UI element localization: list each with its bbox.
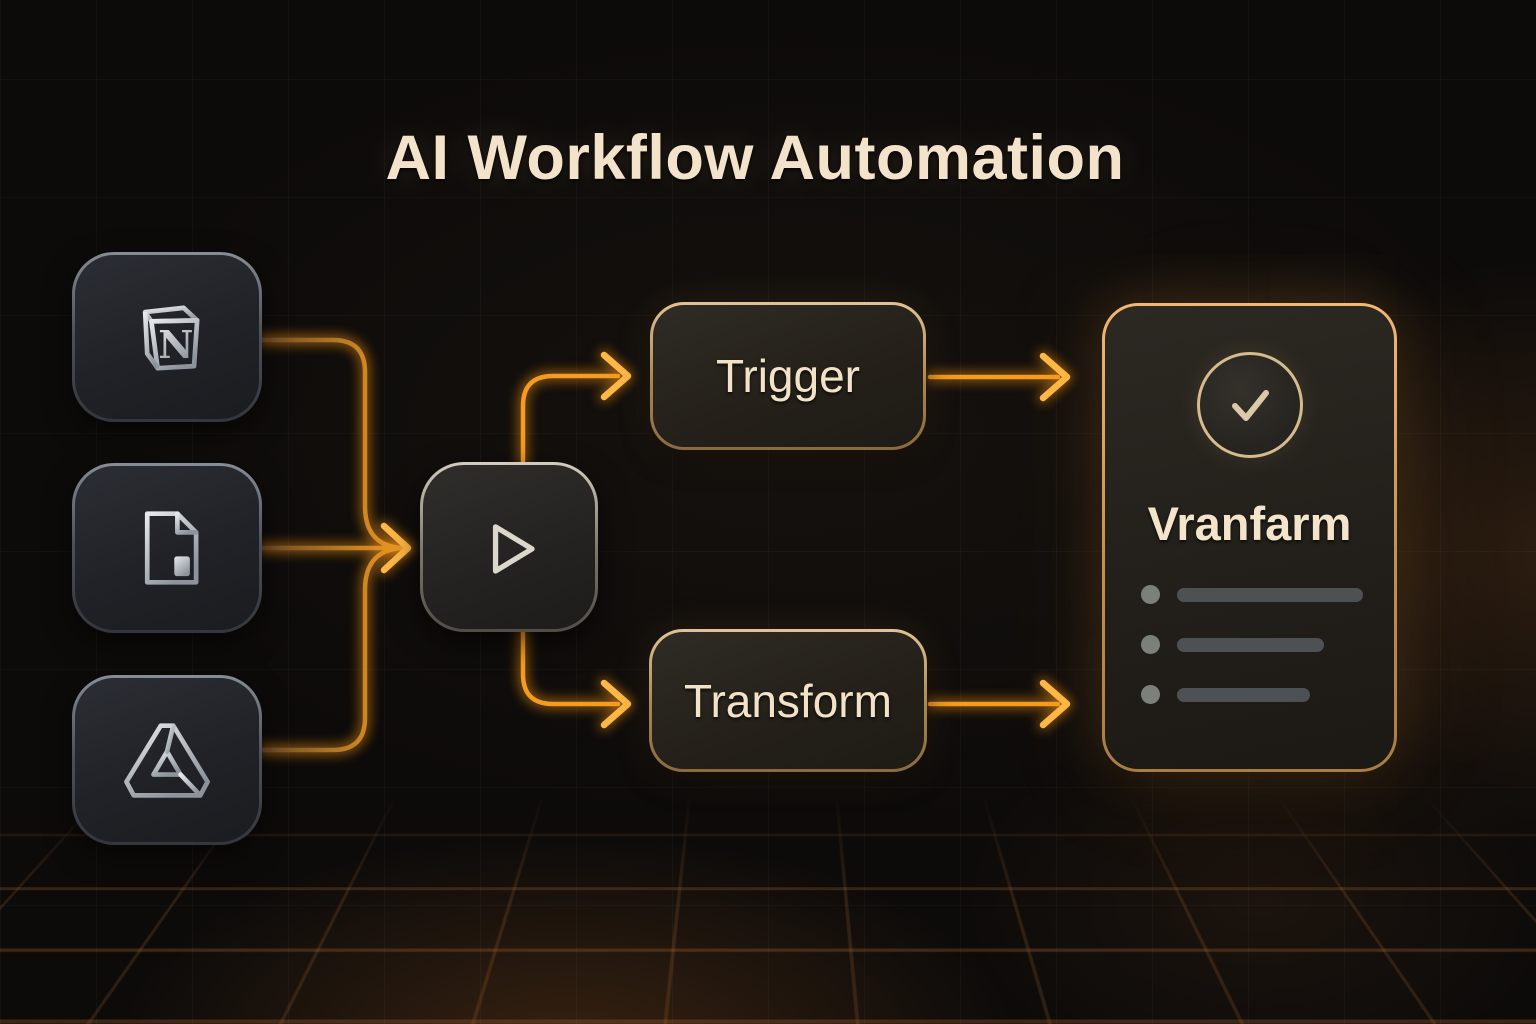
placeholder-bar <box>1177 687 1310 702</box>
page-title: AI Workflow Automation <box>385 123 1125 193</box>
notion-icon: N <box>142 305 200 371</box>
list-item <box>1141 635 1394 654</box>
list-item <box>1141 585 1394 604</box>
bullet-dot <box>1141 585 1160 604</box>
source-node-notion[interactable]: N <box>72 252 262 422</box>
result-list <box>1141 585 1394 704</box>
play-icon <box>492 524 535 574</box>
transform-label: Transform <box>684 674 892 727</box>
list-item <box>1141 685 1394 704</box>
document-icon <box>144 511 199 585</box>
placeholder-bar <box>1177 637 1324 652</box>
transform-node[interactable]: Transform <box>649 629 927 772</box>
google-drive-icon <box>124 723 210 798</box>
bullet-dot <box>1141 635 1160 654</box>
source-node-document[interactable] <box>72 463 262 633</box>
success-badge <box>1196 352 1303 458</box>
placeholder-bar <box>1177 587 1363 602</box>
trigger-node[interactable]: Trigger <box>650 302 926 450</box>
output-card[interactable]: Vranfarm <box>1102 303 1397 772</box>
check-icon <box>1231 390 1269 421</box>
notion-letter: N <box>158 323 193 368</box>
trigger-label: Trigger <box>716 350 860 402</box>
run-node[interactable] <box>420 462 598 632</box>
output-name: Vranfarm <box>1147 497 1352 550</box>
source-node-google-drive[interactable] <box>72 675 262 845</box>
bullet-dot <box>1141 685 1160 704</box>
input-connectors <box>263 340 406 750</box>
